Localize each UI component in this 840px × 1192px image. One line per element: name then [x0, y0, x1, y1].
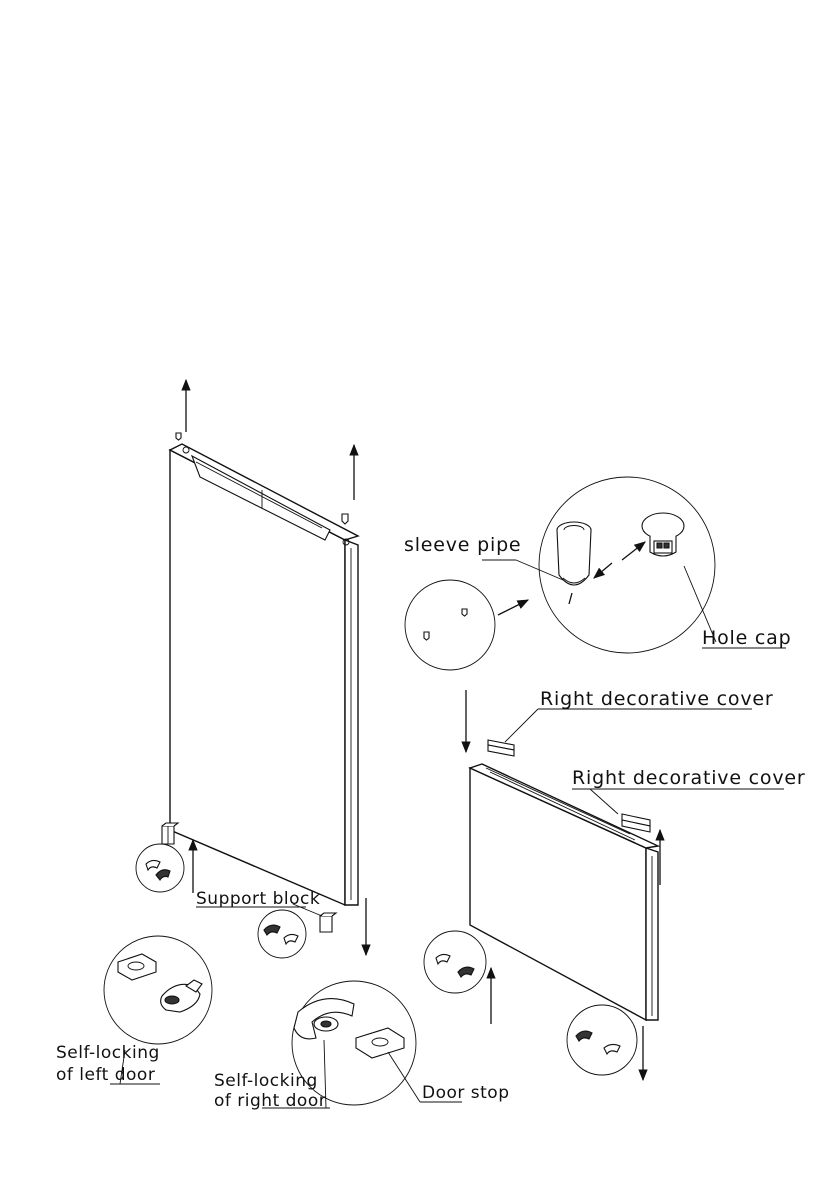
top-hinge-detail-small — [405, 580, 528, 670]
self-locking-left-detail — [104, 936, 212, 1044]
label-self-locking-left-1: Self-locking — [56, 1043, 160, 1063]
label-right-decorative-cover-2: Right decorative cover — [572, 767, 805, 789]
left-door-top-screw — [176, 380, 186, 440]
label-self-locking-right-1: Self-locking — [214, 1071, 318, 1091]
left-door-right-pin — [342, 445, 354, 524]
right-door — [470, 764, 658, 1020]
label-support-block: Support block — [196, 889, 320, 909]
label-self-locking-right-2: of right door — [214, 1091, 326, 1111]
label-sleeve-pipe: sleeve pipe — [404, 534, 521, 556]
left-door — [170, 444, 358, 905]
small-detail-circle-middle — [258, 910, 306, 958]
label-self-locking-left-2: of left door — [56, 1065, 155, 1085]
small-detail-circle-right-top — [424, 931, 486, 993]
label-right-decorative-cover-1: Right decorative cover — [540, 688, 773, 710]
small-detail-circle-right-bottom — [567, 1005, 637, 1075]
right-decorative-cover-side — [622, 814, 650, 832]
right-support-block — [320, 913, 336, 932]
zoom-arrow-icon — [498, 600, 528, 615]
top-hinge-detail-large — [539, 477, 715, 653]
label-door-stop: Door stop — [422, 1083, 510, 1103]
right-decorative-cover-top — [488, 740, 514, 756]
label-hole-cap: Hole cap — [702, 627, 791, 649]
small-detail-circle-left — [136, 844, 184, 892]
